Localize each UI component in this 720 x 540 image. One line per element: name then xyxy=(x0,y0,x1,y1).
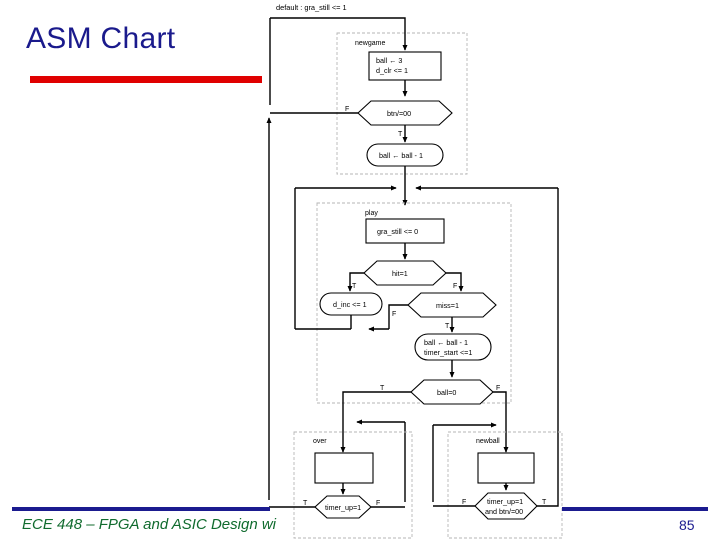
cond-oval-dinc-label: d_inc <= 1 xyxy=(333,300,367,309)
wire-hit-true xyxy=(347,272,364,292)
branch-label-btn-true: T xyxy=(398,131,403,138)
decision-newball-line1: timer_up=1 xyxy=(487,497,523,506)
state-label-play: play xyxy=(365,210,378,217)
cond-oval-ball-dec-label: ball ← ball - 1 xyxy=(379,151,423,160)
branch-label-newball-false: F xyxy=(462,499,466,506)
state-region-play xyxy=(316,202,512,404)
branch-label-hit-false: F xyxy=(453,283,457,290)
title-accent-rule xyxy=(30,76,262,83)
footer-rule-right xyxy=(562,507,708,511)
state-label-over: over xyxy=(313,438,327,445)
branch-label-newball-true: T xyxy=(542,499,547,506)
branch-label-ball0-true: T xyxy=(380,385,385,392)
footer-rule-left xyxy=(12,507,270,511)
wire-miss-false xyxy=(388,304,408,329)
branch-label-miss-true: T xyxy=(445,323,450,330)
footer-course-label: ECE 448 – FPGA and ASIC Design wi xyxy=(22,516,277,533)
decision-ball0-label: ball=0 xyxy=(437,388,456,397)
state-region-newball xyxy=(447,431,563,539)
branch-label-ball0-false: F xyxy=(496,385,500,392)
page-number: 85 xyxy=(679,517,695,533)
state-label-newgame: newgame xyxy=(355,40,385,47)
decision-btn-label: btn/=00 xyxy=(387,109,411,118)
cond-oval-miss-actions xyxy=(414,333,492,361)
action-newgame-line1: ball ← 3 xyxy=(376,56,402,65)
action-newgame-line2: d_clr <= 1 xyxy=(376,66,408,75)
decision-timerup-over-label: timer_up=1 xyxy=(325,503,361,512)
default-annotation-label: default : gra_still <= 1 xyxy=(276,3,347,12)
branch-label-miss-false: F xyxy=(392,311,396,318)
wire-ball0-false xyxy=(493,391,507,442)
branch-label-hit-true: T xyxy=(352,283,357,290)
decision-newball-line2: and btn/=00 xyxy=(485,507,523,516)
branch-label-over-true: T xyxy=(303,500,308,507)
state-region-over xyxy=(293,431,413,539)
cond-oval-miss-line1: ball ← ball - 1 xyxy=(424,338,468,347)
cond-oval-miss-line2: timer_start <=1 xyxy=(424,348,472,357)
wire-newball-true xyxy=(537,502,559,507)
state-region-newgame xyxy=(336,32,468,175)
branch-label-over-false: F xyxy=(376,500,380,507)
action-box-play xyxy=(365,218,445,244)
page-title: ASM Chart xyxy=(26,22,176,55)
action-play-label: gra_still <= 0 xyxy=(377,227,418,236)
wire-hit-false xyxy=(446,272,464,292)
branch-label-btn-false: F xyxy=(345,106,349,113)
state-label-newball: newball xyxy=(476,438,500,445)
wire-ball0-true xyxy=(342,391,411,442)
action-box-over xyxy=(314,452,374,484)
decision-miss-label: miss=1 xyxy=(436,301,459,310)
decision-hit-label: hit=1 xyxy=(392,269,408,278)
wire-entry-newgame xyxy=(270,17,406,44)
action-box-newball xyxy=(477,452,535,484)
